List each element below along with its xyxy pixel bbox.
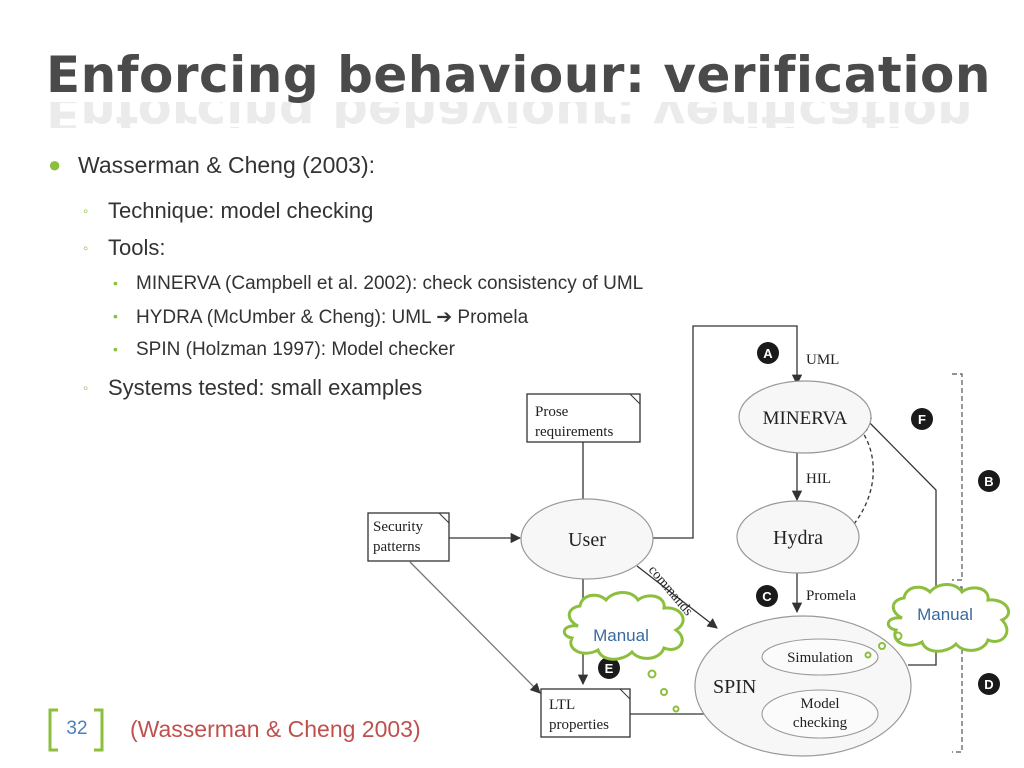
edge-label-hil: HIL xyxy=(806,471,831,487)
sub-bullet-marker: ◦ xyxy=(83,203,89,220)
bullet-hydra: HYDRA (McUmber & Cheng): UML ➔ Promela xyxy=(136,307,529,328)
edge-label-uml: UML xyxy=(806,352,839,368)
node-label: Security xyxy=(373,519,423,535)
node-simulation: Simulation xyxy=(761,638,879,676)
sub-bullet-marker: ◦ xyxy=(83,240,89,257)
node-label: User xyxy=(568,529,606,551)
sub-bullet-marker: ◦ xyxy=(83,380,89,397)
slide-title: Enforcing behaviour: verification xyxy=(46,46,991,104)
page-number: 32 xyxy=(66,718,88,739)
node-label: LTL xyxy=(549,697,575,713)
svg-text:F: F xyxy=(918,412,926,427)
callout-manual-right: Manual xyxy=(864,583,1010,659)
node-label: requirements xyxy=(535,424,613,440)
edge-label-promela: Promela xyxy=(806,588,856,604)
node-prose-requirements: Prose requirements xyxy=(526,393,641,443)
node-label: Prose xyxy=(535,404,569,420)
edge-hydra-to-minerva-dashed xyxy=(853,425,874,525)
badge-d: D xyxy=(978,673,1000,695)
svg-text:A: A xyxy=(763,346,773,361)
callout-manual-left: Manual xyxy=(562,591,685,713)
node-model-checking: Model checking xyxy=(761,689,879,739)
node-hydra: Hydra xyxy=(736,500,860,574)
badge-a: A xyxy=(757,342,779,364)
edge-security-to-ltl xyxy=(409,561,541,694)
page-number-bracket xyxy=(48,708,104,752)
svg-text:B: B xyxy=(984,474,993,489)
edge-user-to-minerva-uml xyxy=(652,325,803,539)
node-minerva: MINERVA xyxy=(738,380,872,454)
edge-user-to-spin-commands xyxy=(636,565,718,629)
bullet-systems-tested: Systems tested: small examples xyxy=(108,375,423,400)
sub-sub-bullet-marker: • xyxy=(113,341,118,357)
callout-label: Manual xyxy=(593,626,649,645)
edge-spin-to-minerva-feedback xyxy=(861,414,937,666)
badge-c: C xyxy=(756,585,778,607)
bullet-technique: Technique: model checking xyxy=(108,198,374,223)
node-label: checking xyxy=(793,715,848,731)
footer-citation: (Wasserman & Cheng 2003) xyxy=(130,716,421,742)
node-label: SPIN xyxy=(713,676,756,698)
node-label: Simulation xyxy=(787,650,853,666)
node-security-patterns: Security patterns xyxy=(367,512,450,562)
node-ltl-properties: LTL properties xyxy=(540,688,631,738)
svg-text:C: C xyxy=(762,589,772,604)
node-label: Model xyxy=(800,696,839,712)
badge-e: E xyxy=(598,657,620,679)
sub-sub-bullet-marker: • xyxy=(113,275,118,291)
node-label: patterns xyxy=(373,539,421,555)
badge-b: B xyxy=(978,470,1000,492)
node-label: Hydra xyxy=(773,527,823,549)
badge-f: F xyxy=(911,408,933,430)
callout-label: Manual xyxy=(917,605,973,624)
svg-text:E: E xyxy=(605,661,614,676)
bracket-b xyxy=(952,373,963,581)
bullet-tools: Tools: xyxy=(108,235,166,260)
bullet-marker: ● xyxy=(48,152,62,177)
node-user: User xyxy=(520,498,654,580)
sub-sub-bullet-marker: • xyxy=(113,308,118,324)
svg-text:D: D xyxy=(984,677,993,692)
bullet-minerva: MINERVA (Campbell et al. 2002): check co… xyxy=(136,273,644,294)
node-label: properties xyxy=(549,717,609,733)
bullet-wasserman-cheng: Wasserman & Cheng (2003): xyxy=(78,152,376,178)
bullet-spin: SPIN (Holzman 1997): Model checker xyxy=(136,339,455,360)
node-label: MINERVA xyxy=(763,408,848,429)
